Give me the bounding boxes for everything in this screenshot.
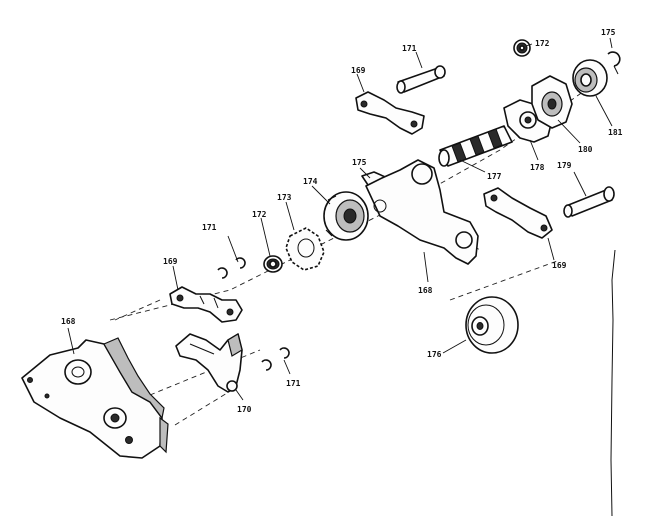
lever-169-left <box>169 286 243 323</box>
frame-edge-line <box>610 249 616 516</box>
pin-171-top <box>396 65 446 94</box>
flange-wheel-174 <box>323 191 369 241</box>
callout-177: 177 <box>487 172 502 181</box>
callout-172-top: 172 <box>535 39 550 48</box>
callout-168-left: 168 <box>61 317 76 326</box>
callout-168-mid: 168 <box>418 286 433 295</box>
cam-disc-173 <box>285 227 325 271</box>
lever-169-right <box>483 187 553 239</box>
callout-labels: 171 169 172 175 181 180 178 179 177 175 … <box>61 28 623 414</box>
callout-178-right: 178 <box>530 163 545 172</box>
callout-172-mid: 172 <box>252 210 267 219</box>
callout-169-top: 169 <box>351 66 366 75</box>
callout-169-left: 169 <box>163 257 178 266</box>
washer-disc-176 <box>465 296 519 354</box>
base-plate-part <box>21 337 169 459</box>
callout-179: 179 <box>557 161 572 170</box>
callout-175-mid: 175 <box>352 158 367 167</box>
callout-170: 170 <box>237 405 252 414</box>
callout-174: 174 <box>303 177 318 186</box>
callout-171-top: 171 <box>402 44 417 53</box>
callout-leaders <box>67 37 613 401</box>
callout-181: 181 <box>608 128 623 137</box>
e-clip-171-mid <box>217 257 246 279</box>
e-clip-171-low <box>261 347 290 371</box>
bushing-172-top <box>513 39 531 57</box>
callout-171-mid: 171 <box>202 223 217 232</box>
clip-175-top <box>607 51 621 75</box>
pin-179 <box>563 186 615 218</box>
callout-176: 176 <box>427 350 442 359</box>
callout-173: 173 <box>277 193 292 202</box>
splined-shaft-177 <box>438 125 513 167</box>
lever-169-top <box>355 91 425 135</box>
cam-disc-180 <box>531 75 573 129</box>
mid-bracket-plate <box>365 159 479 265</box>
bracket-170 <box>175 333 243 393</box>
bearing-181 <box>572 59 608 97</box>
callout-180: 180 <box>578 145 593 154</box>
bushing-172-mid <box>263 255 283 273</box>
callout-175-top: 175 <box>601 28 616 37</box>
callout-171-low: 171 <box>286 379 301 388</box>
callout-169-right: 169 <box>552 261 567 270</box>
